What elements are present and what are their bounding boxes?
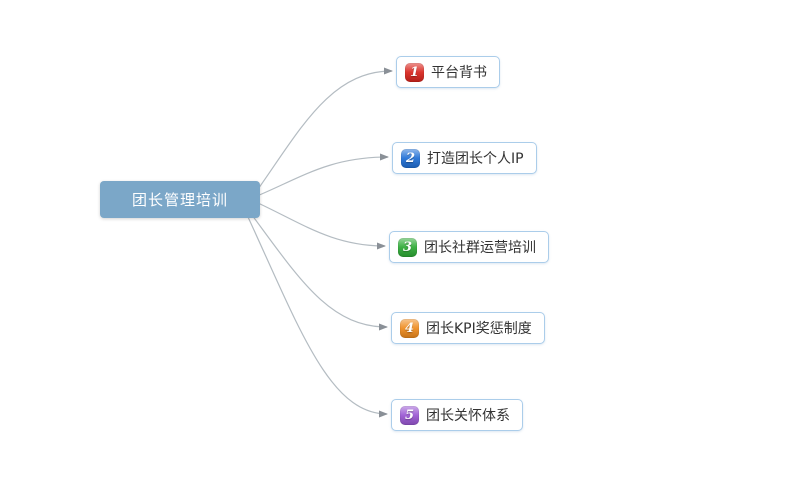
branch-node-5[interactable]: 5 团长关怀体系 — [391, 399, 523, 431]
connector-line-5 — [247, 216, 388, 418]
branch-label-4: 团长KPI奖惩制度 — [426, 321, 532, 337]
number-badge-1: 1 — [405, 62, 424, 82]
connector-line-2 — [256, 153, 389, 197]
branch-label-1: 平台背书 — [431, 65, 487, 81]
number-badge-3: 3 — [398, 237, 417, 257]
number-badge-2: 2 — [401, 148, 420, 168]
root-node[interactable]: 团长管理培训 — [100, 181, 260, 218]
connector-line-1 — [255, 67, 393, 193]
branch-node-2[interactable]: 2 打造团长个人IP — [392, 142, 537, 174]
branch-node-3[interactable]: 3 团长社群运营培训 — [389, 231, 549, 263]
number-badge-4: 4 — [400, 318, 419, 338]
root-node-label: 团长管理培训 — [131, 191, 228, 209]
connector-line-4 — [251, 214, 388, 331]
connector-line-3 — [257, 202, 386, 250]
branch-label-5: 团长关怀体系 — [426, 408, 510, 424]
number-badge-5: 5 — [400, 405, 419, 425]
branch-node-4[interactable]: 4 团长KPI奖惩制度 — [391, 312, 545, 344]
branch-label-3: 团长社群运营培训 — [424, 240, 536, 256]
branch-node-1[interactable]: 1 平台背书 — [396, 56, 500, 88]
branch-label-2: 打造团长个人IP — [427, 151, 524, 167]
